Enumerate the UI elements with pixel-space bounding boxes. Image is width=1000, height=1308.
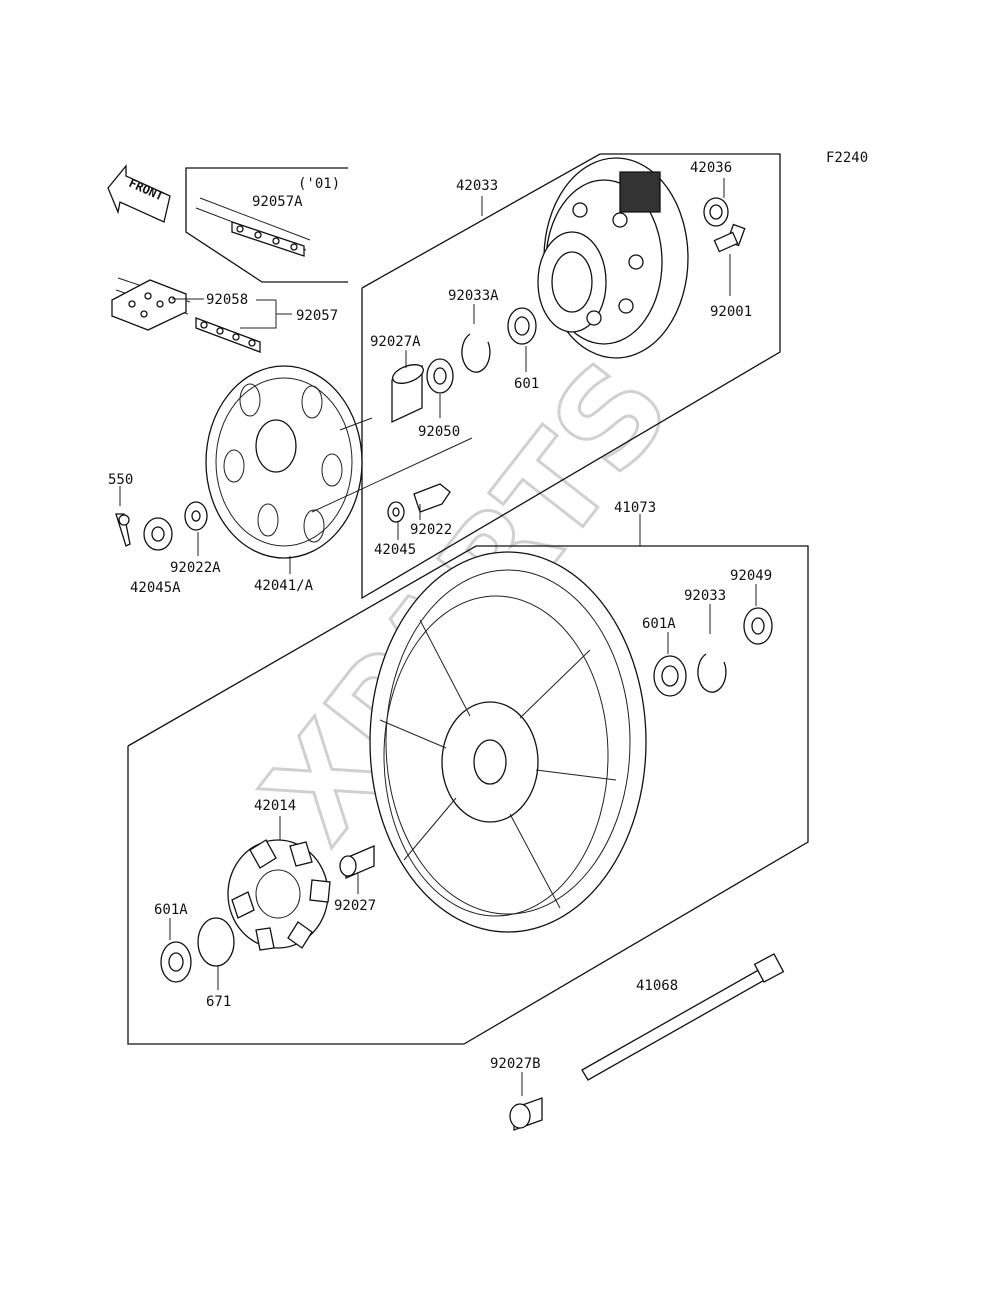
castle-nut-icon <box>143 517 173 551</box>
label-601: 601 <box>514 376 539 392</box>
label-92027B: 92027B <box>490 1056 541 1072</box>
label-92057A: 92057A <box>252 194 303 210</box>
bolt-icon <box>713 223 746 253</box>
washer-icon <box>184 501 208 531</box>
damper-collar-icon <box>339 845 375 879</box>
label-41073: 41073 <box>614 500 656 516</box>
nut-icon <box>387 501 405 523</box>
label-42033: 42033 <box>456 178 498 194</box>
sprocket-hub-icon <box>537 157 689 359</box>
label-92033: 92033 <box>684 588 726 604</box>
label-92001: 92001 <box>710 304 752 320</box>
circlip-icon <box>461 333 491 373</box>
axle-collar-icon <box>509 1097 543 1131</box>
chain-icon <box>231 221 305 257</box>
label-42014: 42014 <box>254 798 296 814</box>
chain-link-icon <box>111 277 261 353</box>
label-92050: 92050 <box>418 424 460 440</box>
bearing-icon <box>160 941 192 983</box>
wheel-collar-icon <box>743 607 773 645</box>
rear-sprocket-icon <box>205 365 363 559</box>
cotter-pin-icon <box>115 513 131 547</box>
wheel-damper-icon <box>227 839 331 951</box>
chain-box-01: ('01) <box>185 167 348 283</box>
rear-wheel-icon <box>369 551 647 933</box>
label-92057: 92057 <box>296 308 338 324</box>
bearing-icon <box>507 307 537 345</box>
label-92027A: 92027A <box>370 334 421 350</box>
note-01: ('01) <box>298 176 340 192</box>
label-92027: 92027 <box>334 898 376 914</box>
label-41068: 41068 <box>636 978 678 994</box>
label-92022: 92022 <box>410 522 452 538</box>
label-601A-bottom: 601A <box>154 902 188 918</box>
spacer-collar-icon <box>391 364 424 424</box>
label-550: 550 <box>108 472 133 488</box>
axle-icon <box>581 953 785 1081</box>
label-92022A: 92022A <box>170 560 221 576</box>
label-92033A: 92033A <box>448 288 499 304</box>
bearing-icon <box>653 655 687 697</box>
hub-assembly-box <box>361 153 781 600</box>
front-arrow-icon: FRONT <box>107 164 171 223</box>
label-92049: 92049 <box>730 568 772 584</box>
oil-seal-icon <box>426 358 454 394</box>
label-601A-top: 601A <box>642 616 676 632</box>
lock-washer-icon <box>413 483 451 513</box>
label-42045: 42045 <box>374 542 416 558</box>
figure-code: F2240 <box>826 150 868 166</box>
wheel-assembly-box <box>127 545 809 1045</box>
label-92058: 92058 <box>206 292 248 308</box>
circlip-icon <box>697 653 727 693</box>
o-ring-icon <box>197 917 235 967</box>
label-671: 671 <box>206 994 231 1010</box>
label-42045A: 42045A <box>130 580 181 596</box>
collar-icon <box>703 197 729 227</box>
label-42036: 42036 <box>690 160 732 176</box>
label-42041A: 42041/A <box>254 578 314 594</box>
